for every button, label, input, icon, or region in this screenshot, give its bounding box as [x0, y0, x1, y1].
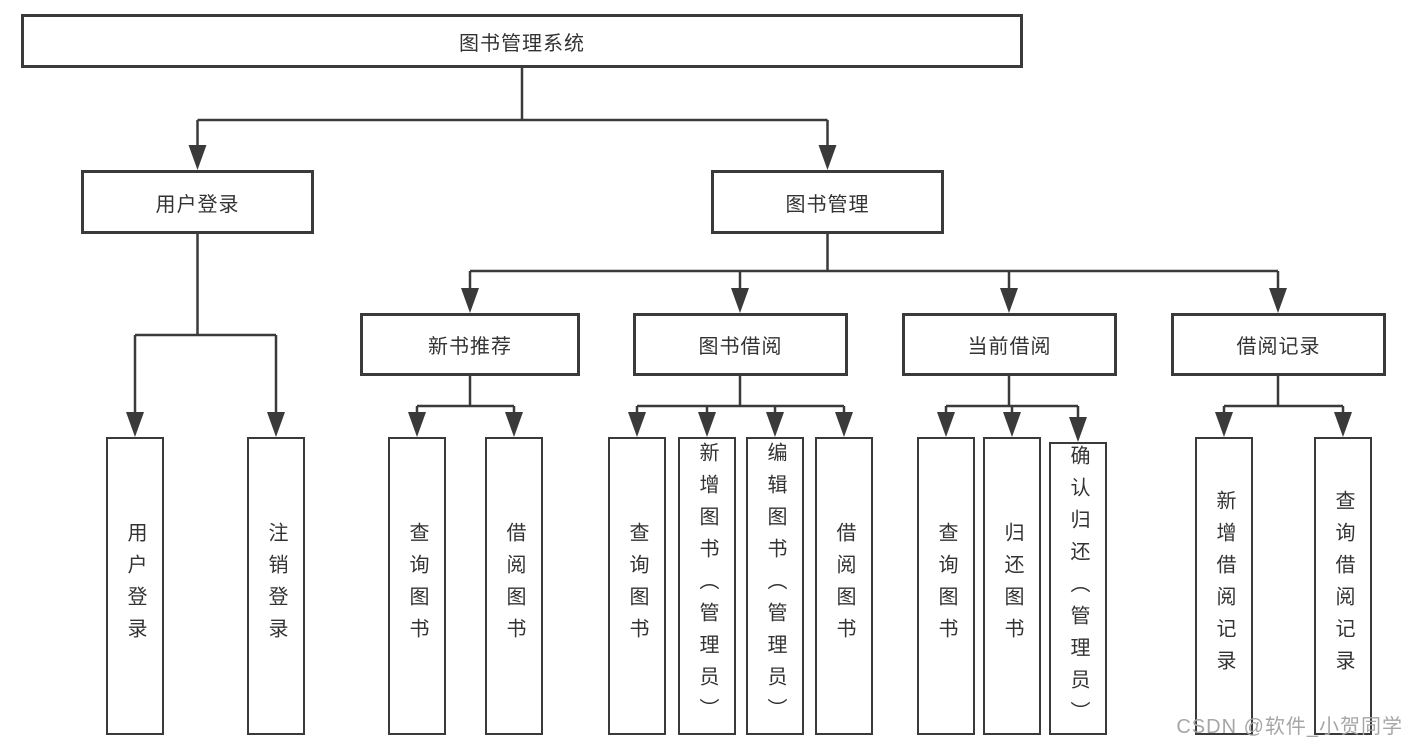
leaf-edit-book-admin-label: 编辑图书（管理员）	[764, 442, 786, 730]
leaf-logout: 注销登录	[247, 437, 305, 735]
leaf-recommend-borrow-books: 借阅图书	[485, 437, 543, 735]
node-current-borrowing: 当前借阅	[902, 313, 1117, 376]
leaf-query-borrow-record: 查询借阅记录	[1314, 437, 1372, 735]
leaf-add-book-admin-label: 新增图书（管理员）	[696, 442, 718, 730]
node-new-book-recommend: 新书推荐	[360, 313, 580, 376]
leaf-return-books-label: 归还图书	[1001, 522, 1023, 650]
arrowheads	[126, 145, 1352, 442]
node-user-login: 用户登录	[81, 170, 314, 234]
leaf-confirm-return-admin: 确认归还（管理员）	[1049, 442, 1107, 735]
node-borrowing-records-label: 借阅记录	[1236, 336, 1321, 358]
root-node: 图书管理系统	[21, 14, 1023, 68]
node-book-management-label: 图书管理	[785, 193, 870, 216]
leaf-edit-book-admin: 编辑图书（管理员）	[746, 437, 804, 735]
leaf-recommend-query-books: 查询图书	[388, 437, 446, 735]
leaf-user-login-label: 用户登录	[124, 522, 146, 650]
leaf-query-borrow-record-label: 查询借阅记录	[1332, 490, 1354, 682]
leaf-add-borrow-record-label: 新增借阅记录	[1213, 490, 1235, 682]
node-book-management: 图书管理	[711, 170, 944, 234]
leaf-borrowing-query-books-label: 查询图书	[626, 522, 648, 650]
node-book-borrowing: 图书借阅	[633, 313, 848, 376]
leaf-return-books: 归还图书	[983, 437, 1041, 735]
leaf-add-borrow-record: 新增借阅记录	[1195, 437, 1253, 735]
leaf-borrowing-borrow-books: 借阅图书	[815, 437, 873, 735]
node-new-book-recommend-label: 新书推荐	[428, 336, 512, 358]
leaf-current-query-books-label: 查询图书	[935, 522, 957, 650]
leaf-borrowing-borrow-books-label: 借阅图书	[833, 522, 855, 650]
leaf-user-login: 用户登录	[106, 437, 164, 735]
leaf-logout-label: 注销登录	[265, 522, 287, 650]
watermark: CSDN @软件_小贺同学	[1176, 716, 1403, 738]
leaf-current-query-books: 查询图书	[917, 437, 975, 735]
leaf-recommend-borrow-books-label: 借阅图书	[503, 522, 525, 650]
leaf-borrowing-query-books: 查询图书	[608, 437, 666, 735]
leaf-recommend-query-books-label: 查询图书	[406, 522, 428, 650]
node-current-borrowing-label: 当前借阅	[967, 336, 1052, 358]
node-user-login-label: 用户登录	[155, 193, 240, 216]
node-borrowing-records: 借阅记录	[1171, 313, 1386, 376]
leaf-add-book-admin: 新增图书（管理员）	[678, 437, 736, 735]
node-book-borrowing-label: 图书借阅	[698, 336, 783, 358]
leaf-confirm-return-admin-label: 确认归还（管理员）	[1067, 444, 1089, 733]
root-node-label: 图书管理系统	[459, 32, 585, 55]
